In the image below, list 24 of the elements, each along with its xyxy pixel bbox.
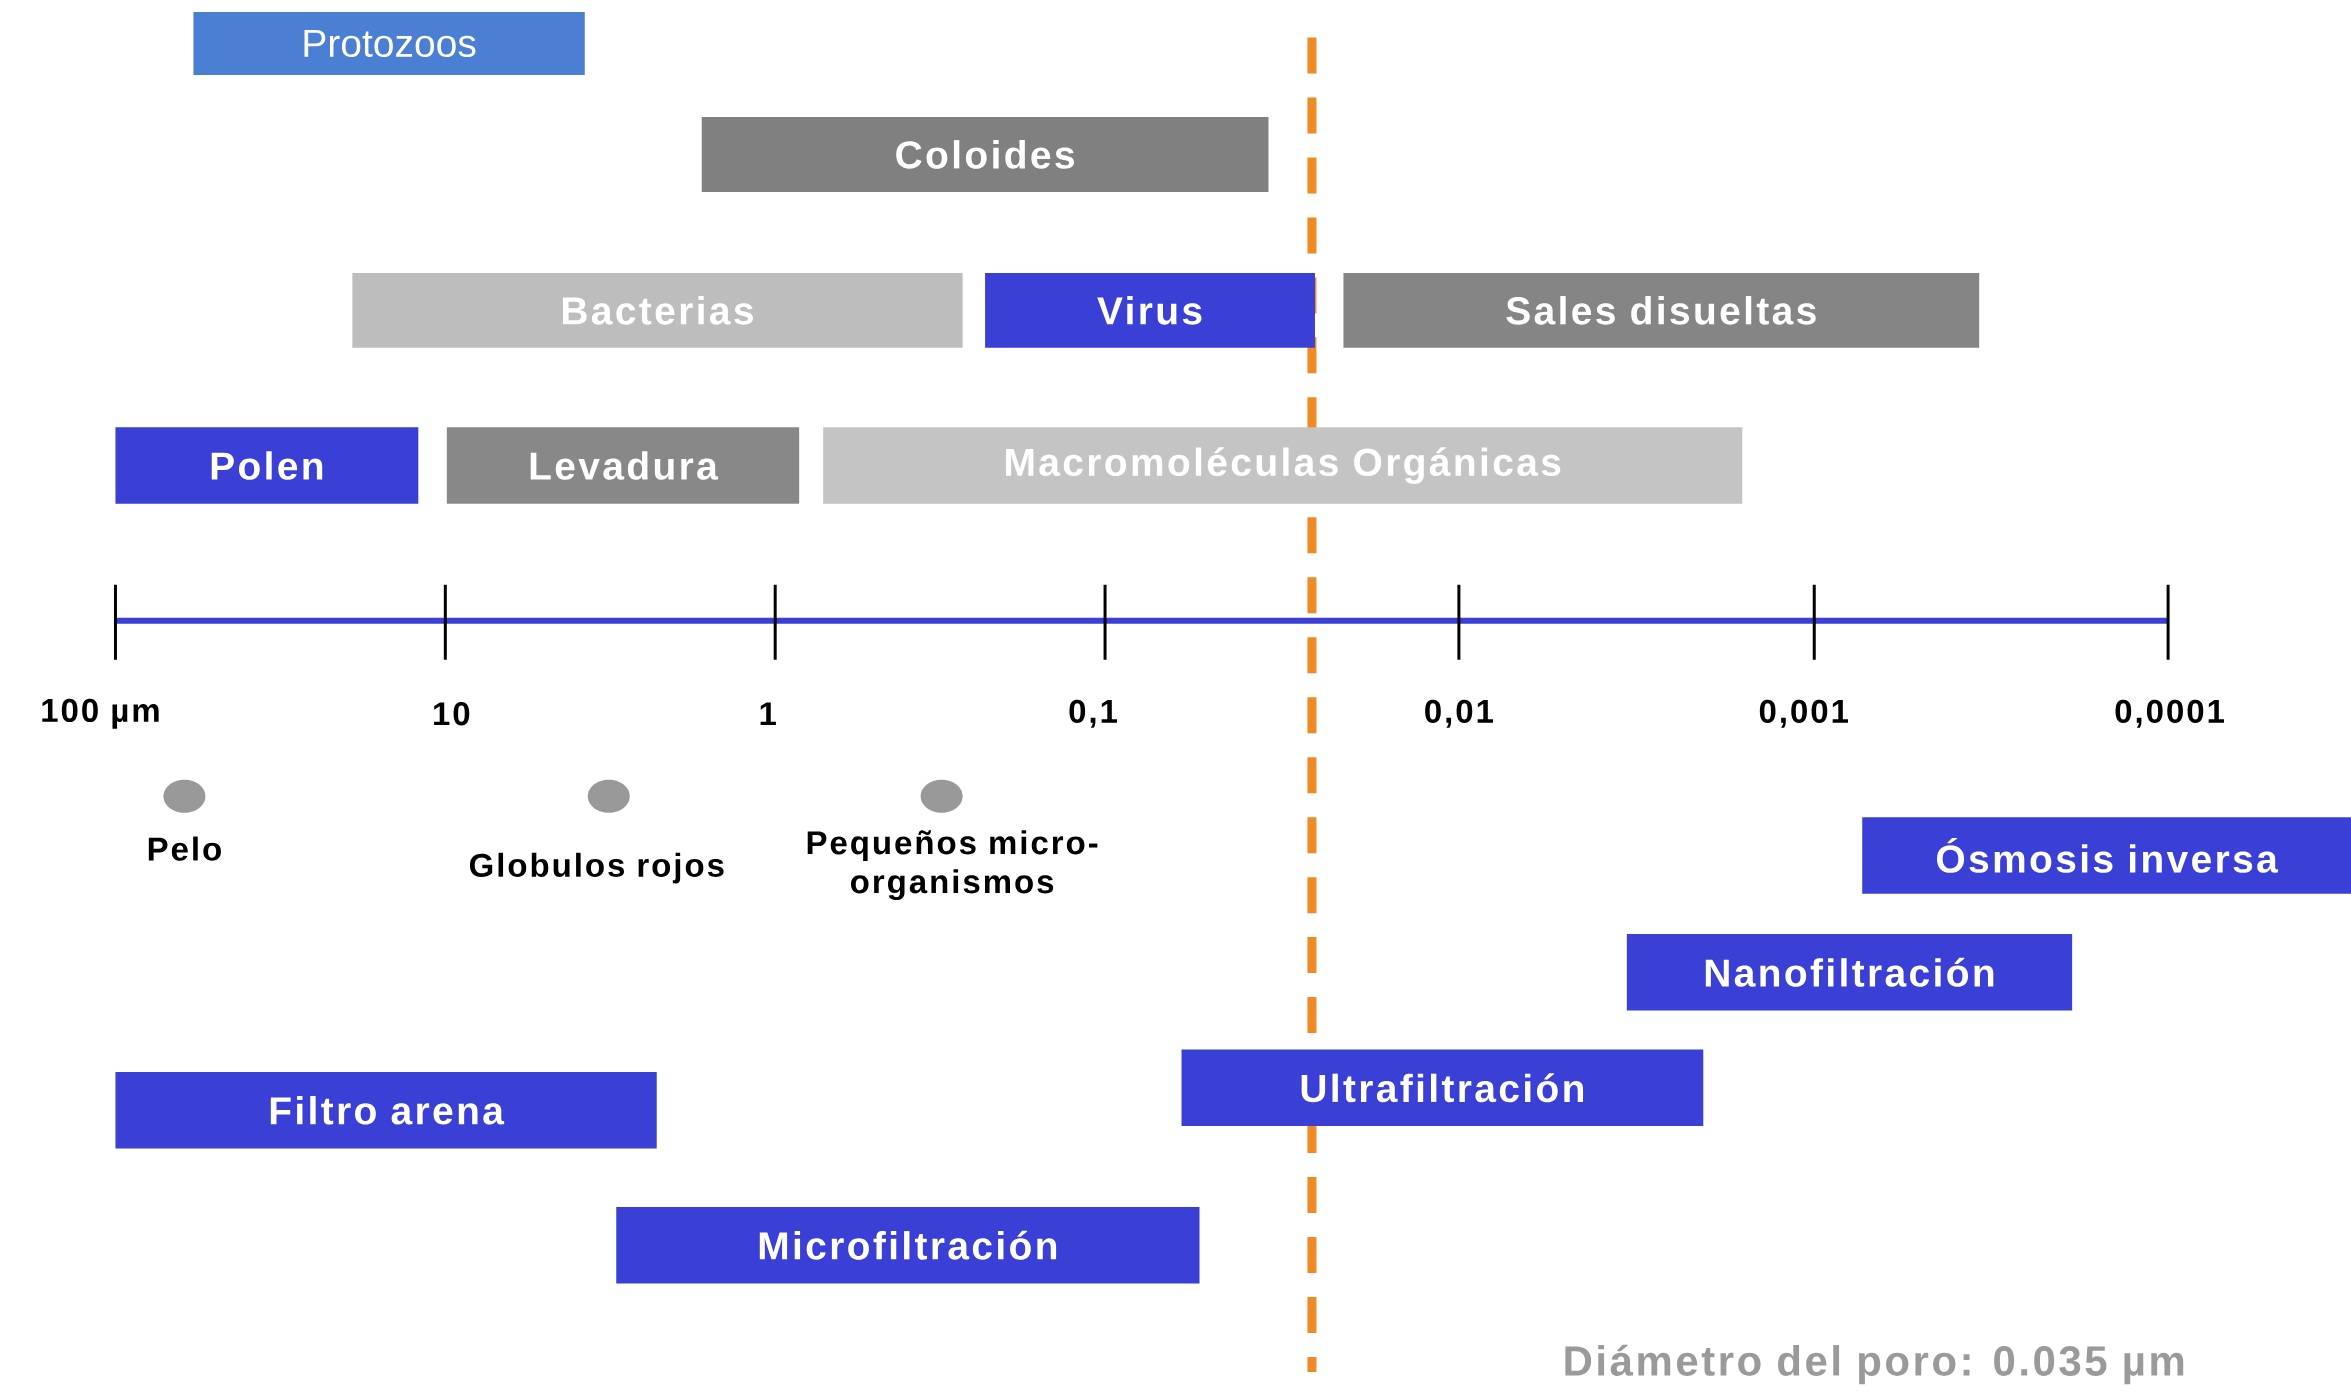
- tick-label: 0,1: [1069, 699, 1117, 728]
- category-bar: Polen: [115, 427, 419, 504]
- dot-label: Pelo: [148, 836, 221, 861]
- tick-label: 10: [434, 701, 470, 726]
- category-bar: Sales disueltas: [1343, 272, 1980, 348]
- category-bar: Bacterias: [352, 272, 963, 348]
- category-bar: Nanofiltración: [1626, 933, 2073, 1011]
- tick-label: 0,01: [1425, 699, 1493, 728]
- category-bar: Coloides: [701, 116, 1269, 192]
- category-bar: Ultrafiltración: [1181, 1049, 1704, 1126]
- category-bar: Microfiltración: [616, 1206, 1200, 1284]
- dot-label: Pequeños micro-organismos: [807, 830, 1098, 900]
- tick-label: 0,001: [1759, 699, 1848, 728]
- caption: Diámetro del poro: 0.035 µm: [1565, 1344, 2184, 1384]
- category-bar: Filtro arena: [115, 1071, 657, 1149]
- tick-label: 1: [760, 702, 776, 725]
- category-bar: Macromoléculas Orgánicas: [823, 427, 1743, 504]
- category-bar: Ósmosis inversa: [1862, 816, 2351, 894]
- category-bar: Protozoos: [193, 11, 585, 75]
- tick-label: 100 µm: [42, 698, 159, 729]
- dot-label: Globulos rojos: [469, 852, 724, 884]
- category-bar: Levadura: [446, 427, 800, 504]
- tick-label: 0,0001: [2115, 699, 2224, 728]
- category-bar: Virus: [985, 272, 1315, 348]
